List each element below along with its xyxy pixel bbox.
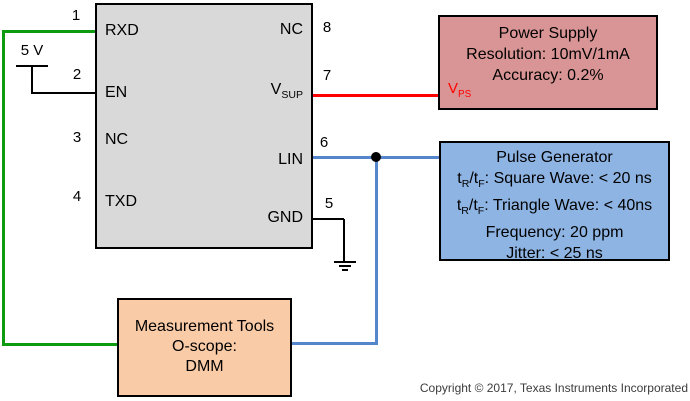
vsup-main: V [270, 81, 282, 98]
ground-bar-1 [334, 261, 356, 263]
power-supply-title: Power Supply [498, 25, 598, 42]
supply-5v-label: 5 V [20, 42, 44, 59]
wire-supply-drop [31, 66, 33, 93]
vsup-sub: SUP [281, 89, 303, 102]
pin-number-6: 6 [319, 134, 329, 151]
wire-gnd-h [313, 218, 344, 220]
pulse-generator-box: Pulse Generator tR/tF: Square Wave: < 20… [439, 141, 670, 263]
junction-dot [371, 152, 381, 162]
pg-spec-triangle-wave: tR/tF: Triangle Wave: < 40ns [456, 197, 653, 218]
pin-label-nc3: NC [105, 131, 129, 148]
pin-label-rxd: RXD [105, 22, 139, 39]
ground-bar-3 [342, 269, 348, 271]
vps-label: VPS [448, 80, 471, 103]
pg-spec-square-wave: tR/tF: Square Wave: < 20 ns [457, 170, 652, 191]
pin-number-1: 1 [71, 7, 81, 24]
ground-bar-2 [339, 265, 351, 267]
pin-label-en: EN [105, 84, 128, 101]
pin-number-5: 5 [324, 195, 334, 212]
pin-label-nc8: NC [279, 21, 303, 38]
pg-spec-frequency: Frequency: 20 ppm [485, 224, 624, 242]
pin-label-gnd: GND [267, 209, 303, 226]
wire-en [31, 92, 95, 94]
wire-rxd-green-left [2, 30, 5, 346]
pin-number-8: 8 [322, 19, 332, 36]
copyright-text: Copyright © 2017, Texas Instruments Inco… [419, 381, 688, 395]
pin-label-txd: TXD [105, 193, 137, 210]
ic-body [95, 3, 313, 249]
pulse-generator-title: Pulse Generator [496, 149, 613, 166]
power-supply-accuracy: Accuracy: 0.2% [492, 67, 604, 84]
measurement-oscope: O-scope: [172, 338, 237, 355]
wire-vsup-red [313, 94, 438, 97]
wire-rxd-green-top [3, 30, 95, 33]
wire-gnd-v [343, 219, 345, 261]
vps-main: V [448, 80, 459, 97]
pin-number-7: 7 [322, 67, 332, 84]
wire-rxd-green-bottom [2, 343, 117, 346]
pin-number-4: 4 [72, 188, 82, 205]
measurement-tools-box: Measurement Tools O-scope: DMM [117, 298, 292, 397]
wire-lin-blue-drop [375, 157, 378, 344]
pin-label-vsup: VSUP [271, 81, 303, 104]
power-supply-box: Power Supply Resolution: 10mV/1mA Accura… [438, 15, 658, 110]
pin-number-2: 2 [72, 66, 82, 83]
pin-number-3: 3 [72, 129, 82, 146]
measurement-tools-title: Measurement Tools [134, 318, 275, 335]
measurement-dmm: DMM [185, 358, 224, 375]
wire-lin-blue-bottom [292, 342, 378, 345]
pg-spec-jitter: Jitter: < 25 ns [506, 245, 603, 263]
power-supply-resolution: Resolution: 10mV/1mA [466, 46, 630, 63]
pin-label-lin: LIN [278, 151, 303, 168]
vps-sub: PS [458, 89, 472, 100]
